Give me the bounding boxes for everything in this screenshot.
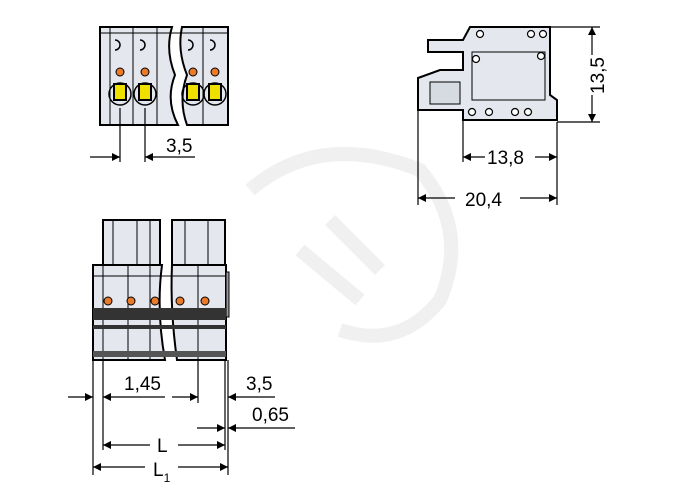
top-pitch-label: 3,5 [166,136,192,157]
front-pitch-label: 3,5 [246,374,272,395]
height-label: 13,5 [588,57,609,94]
top-view-connector [99,26,229,126]
front-view-connector [92,219,230,361]
side-dimensions [417,26,600,205]
total-length-subscript: 1 [164,471,171,485]
offset-label: 1,45 [124,374,161,395]
total-length-letter: L [153,460,164,481]
top-pitch-dimension [90,108,195,162]
length-label: L [157,436,168,457]
total-length-label: L1 [153,460,171,485]
side-view-connector [417,26,558,121]
total-depth-label: 20,4 [465,190,502,211]
terminal-contacts [108,39,227,106]
edge-label: 0,65 [252,405,289,426]
watermark-logo [245,147,459,343]
front-dimensions [68,360,295,475]
depth-label: 13,8 [487,148,524,169]
